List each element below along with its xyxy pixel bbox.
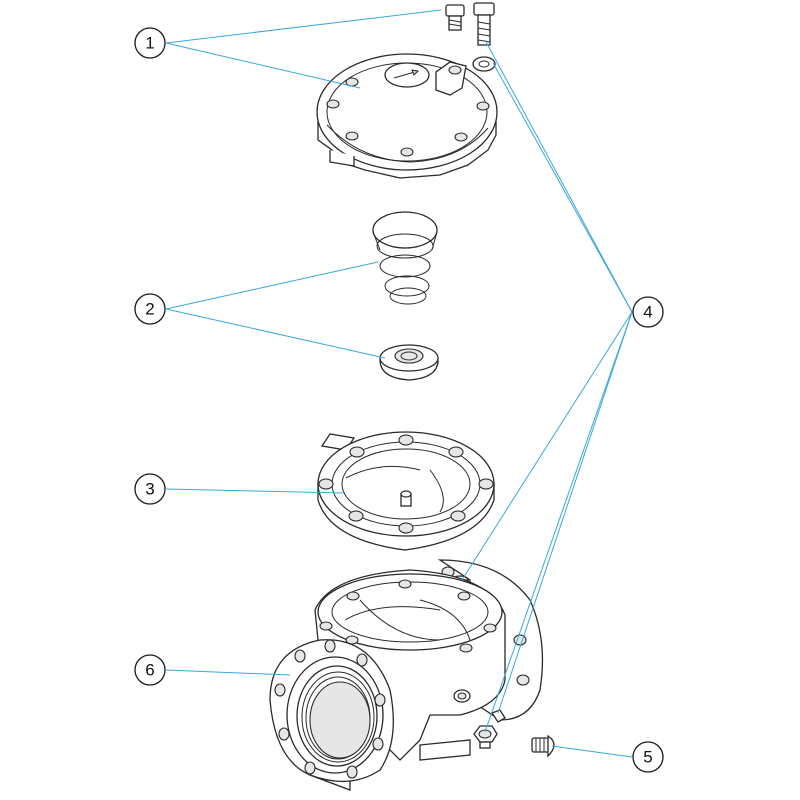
leader-lines [165,9,633,758]
washer [472,56,496,72]
callout-6-label: 6 [145,661,154,680]
valve-cover [316,53,498,179]
small-bolt [445,4,465,31]
callout-3: 3 [134,473,166,505]
spring-seat [379,344,439,381]
diaphragm [317,431,495,551]
callout-5-label: 5 [643,748,652,767]
callout-2-label: 2 [145,300,154,319]
callout-1-label: 1 [145,34,154,53]
valve-body [269,559,544,791]
spring [372,211,438,305]
callout-4: 4 [632,296,664,328]
callout-1: 1 [134,27,166,59]
callout-2: 2 [134,293,166,325]
callout-3-label: 3 [145,480,154,499]
callout-6: 6 [134,654,166,686]
spring-assembly [372,211,439,381]
long-bolt [473,2,495,46]
callout-5: 5 [632,741,664,773]
drain-plug [531,734,555,758]
callout-4-label: 4 [643,303,652,322]
drain-nut [473,709,506,749]
cover-assembly [316,2,498,179]
